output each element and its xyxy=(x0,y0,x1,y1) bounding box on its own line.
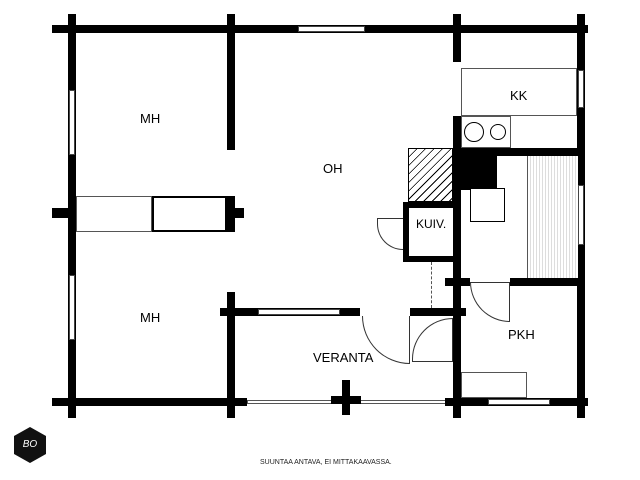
room-label-pkh: PKH xyxy=(508,327,535,342)
kitchen-counter xyxy=(461,68,577,116)
logo-text: BO xyxy=(22,439,38,450)
window-left-bottom xyxy=(69,275,75,340)
kuiv-wall-bottom xyxy=(403,256,453,262)
window-veranta xyxy=(258,309,340,315)
room-label-mh-top: MH xyxy=(140,111,161,126)
pkh-bench xyxy=(461,372,527,398)
wall-bottom-left xyxy=(52,398,247,406)
passage-line xyxy=(431,262,432,308)
window-right-sauna xyxy=(578,185,584,245)
wall-mh-oh-upper xyxy=(227,14,235,150)
sauna-heater xyxy=(470,188,505,222)
door-sauna[interactable] xyxy=(470,282,510,322)
kuiv-wall xyxy=(403,202,409,262)
post-mid-right xyxy=(222,208,244,218)
wall-service-left xyxy=(453,14,461,62)
sauna-bench xyxy=(527,156,578,278)
chimney xyxy=(461,156,497,190)
wall-pkh-top-right xyxy=(510,278,585,286)
window-bottom-pkh xyxy=(488,399,550,405)
door-pkh-veranta[interactable] xyxy=(412,318,453,362)
window-right-kk xyxy=(578,70,584,108)
wall-kk-sauna xyxy=(453,148,585,156)
window-left-top xyxy=(69,90,75,155)
closet xyxy=(76,196,152,232)
wall-mh-oh-lower xyxy=(227,292,235,418)
room-label-veranta: VERANTA xyxy=(313,350,374,365)
kuiv-wall-top xyxy=(403,202,453,208)
wall-service-left-lower xyxy=(453,116,461,418)
wall-pkh-top xyxy=(445,278,470,286)
wall-veranta-right xyxy=(453,360,461,418)
door-kuiv[interactable] xyxy=(377,218,403,250)
stove-burner-icon xyxy=(490,124,506,140)
stove-burner-icon xyxy=(464,122,484,142)
post-left-mid xyxy=(52,208,76,218)
scale-note: SUUNTAA ANTAVA, EI MITTAKAAVASSA. xyxy=(260,459,392,466)
wall-veranta-top-right xyxy=(410,308,466,316)
window-top-oh xyxy=(298,26,365,32)
veranta-post-cross xyxy=(331,396,361,404)
room-label-kuiv: KUIV. xyxy=(416,217,447,231)
logo: BO xyxy=(14,427,46,463)
room-label-oh: OH xyxy=(323,161,343,176)
room-label-mh-bottom: MH xyxy=(140,310,161,325)
closet-2 xyxy=(152,196,227,232)
fireplace xyxy=(408,148,453,202)
room-label-kk: KK xyxy=(510,88,528,103)
